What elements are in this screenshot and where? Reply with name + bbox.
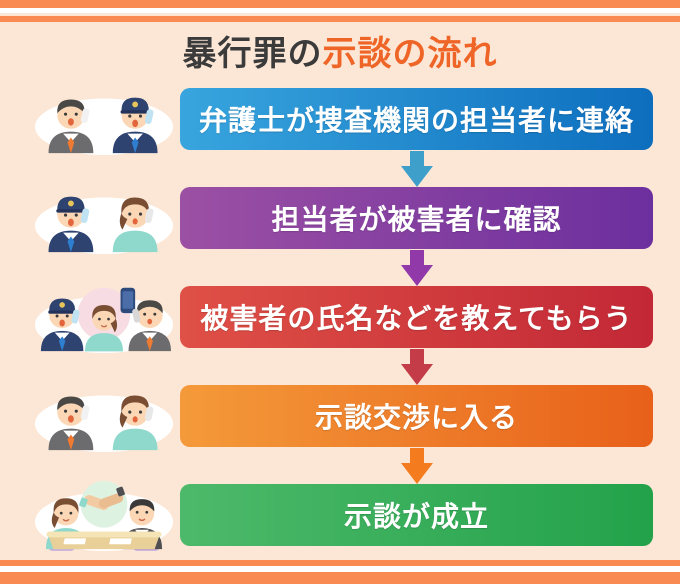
bottom-border-bar-outer [0,572,680,584]
step-2-label: 担当者が被害者に確認 [271,204,562,235]
handshake-agreement-illustration [34,480,173,552]
person-lawyer [48,396,93,451]
step-row-4: 示談交渉に入る [27,385,653,453]
person-victim-woman [84,305,123,352]
step-1-illustration [27,81,180,157]
person-police-officer [48,196,93,253]
step-3-label: 被害者の氏名などを教えてもらう [200,303,633,334]
step-3-banner: 被害者の氏名などを教えてもらう [180,286,653,348]
police-victim-lawyer-on-phone-illustration [34,287,173,354]
content-area: 暴行罪の示談の流れ [0,22,680,560]
step-4-label: 示談交渉に入る [314,402,518,433]
smartphone-icon [120,287,135,314]
step-row-1: 弁護士が捜査機関の担当者に連絡 [27,88,653,156]
page-title-accent-part: 示談の流れ [322,35,498,73]
bottom-border [0,560,680,584]
person-police-officer [112,97,158,154]
page-title-dark-part: 暴行罪の [182,35,323,73]
person-police-officer [40,298,83,352]
down-arrow-icon [400,348,433,385]
down-arrow-icon [400,150,433,187]
bottom-border-stripe-white [0,566,680,572]
person-victim-woman [112,197,158,253]
arrow-zone [180,447,653,484]
step-4-illustration [27,378,180,454]
top-border-bar-inner [0,16,680,22]
arrow-row-1 [27,150,653,187]
arrow-zone [180,249,653,286]
person-lawyer [127,300,171,352]
arrow-row-3 [27,348,653,385]
step-row-3: 被害者の氏名などを教えてもらう [27,286,653,354]
step-4-banner: 示談交渉に入る [180,385,653,447]
meeting-table [46,531,161,550]
top-border-stripe-white [0,8,680,13]
person-lawyer [48,99,93,154]
lawyer-and-police-on-phone-illustration [34,97,173,156]
arrow-row-4 [27,447,653,484]
step-row-5: 示談が成立 [27,480,653,552]
step-2-banner: 担当者が被害者に確認 [180,187,653,249]
step-1-banner: 弁護士が捜査機関の担当者に連絡 [180,88,653,150]
step-5-label: 示談が成立 [343,501,489,532]
step-5-banner: 示談が成立 [180,484,653,546]
top-border [0,0,680,22]
top-border-bar-outer [0,0,680,8]
top-border-stripe-cream [0,13,680,16]
lawyer-and-victim-on-phone-illustration [34,395,173,453]
page-title: 暴行罪の示談の流れ [27,32,653,76]
arrow-row-2 [27,249,653,286]
step-5-illustration [27,477,180,553]
step-1-label: 弁護士が捜査機関の担当者に連絡 [198,105,634,136]
down-arrow-icon [400,249,433,286]
arrow-zone [180,150,653,187]
police-and-victim-on-phone-illustration [34,196,173,255]
step-3-illustration [27,279,180,355]
step-2-illustration [27,180,180,256]
person-victim-woman [112,395,158,451]
handshake-icon [78,480,127,528]
bottom-border-bar-inner [0,560,680,566]
down-arrow-icon [400,447,433,484]
step-row-2: 担当者が被害者に確認 [27,187,653,255]
arrow-zone [180,348,653,385]
